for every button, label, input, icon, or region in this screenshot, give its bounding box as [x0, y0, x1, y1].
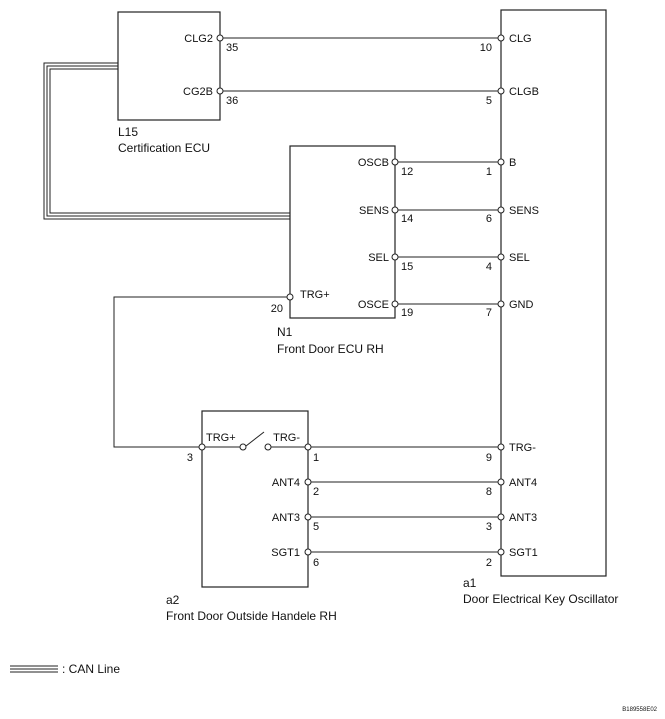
terminal-sgt1-6 — [304, 548, 312, 556]
terminal-sel-4 — [497, 253, 505, 261]
terminal-sgt1-2 — [497, 548, 505, 556]
terminal-clg2-35 — [216, 34, 224, 42]
handle-code: a2 — [166, 593, 180, 607]
pin-number-19: 19 — [401, 307, 413, 319]
pin-number-3-handle: 3 — [187, 452, 193, 464]
legend-label: : CAN Line — [62, 662, 120, 676]
legend-can-line-swatch — [10, 665, 58, 673]
pin-label-trg-minus-handle: TRG- — [273, 432, 300, 444]
terminal-sel-15 — [391, 253, 399, 261]
cert-ecu-name: Certification ECU — [118, 141, 210, 155]
terminal-cg2b-36 — [216, 87, 224, 95]
pin-number-3-osc: 3 — [486, 521, 492, 533]
pin-number-12: 12 — [401, 166, 413, 178]
pin-number-1-handle: 1 — [313, 452, 319, 464]
pin-label-clgb: CLGB — [509, 86, 539, 98]
figure-id: B189558E02 — [622, 707, 657, 713]
signal-wires — [220, 37, 501, 553]
terminal-ant4-2 — [304, 478, 312, 486]
pin-number-4-osc: 4 — [486, 261, 492, 273]
pin-number-9-osc: 9 — [486, 452, 492, 464]
terminal-trg--1 — [304, 443, 312, 451]
pin-label-sgt1-handle: SGT1 — [271, 547, 300, 559]
pin-number-20: 20 — [271, 303, 283, 315]
front-door-ecu-box — [289, 145, 396, 319]
terminal-b-1 — [497, 158, 505, 166]
pin-label-trg-plus-ecu: TRG+ — [300, 289, 330, 301]
terminal-trg-plus-ecu-20 — [286, 293, 294, 301]
pin-number-5-osc: 5 — [486, 95, 492, 107]
pin-label-cg2b: CG2B — [183, 86, 213, 98]
terminal-clgb-5 — [497, 87, 505, 95]
pin-number-7-osc: 7 — [486, 307, 492, 319]
pin-number-6-osc: 6 — [486, 213, 492, 225]
terminal-ant3-5 — [304, 513, 312, 521]
terminal-sens-6 — [497, 206, 505, 214]
pin-label-trg-plus-handle: TRG+ — [206, 432, 236, 444]
pin-number-5-handle: 5 — [313, 521, 319, 533]
certification-ecu-box — [117, 11, 221, 121]
outside-handle-box — [201, 410, 309, 588]
terminal-osce-19 — [391, 300, 399, 308]
terminal-sens-14 — [391, 206, 399, 214]
terminal-ant3-3 — [497, 513, 505, 521]
pin-number-1-osc: 1 — [486, 166, 492, 178]
pin-label-osce: OSCE — [358, 299, 389, 311]
terminal-trg--9 — [497, 443, 505, 451]
pin-number-15: 15 — [401, 261, 413, 273]
cert-ecu-code: L15 — [118, 125, 138, 139]
pin-label-sgt1-osc: SGT1 — [509, 547, 538, 559]
pin-label-clg2: CLG2 — [184, 33, 213, 45]
oscillator-name: Door Electrical Key Oscillator — [463, 592, 618, 606]
pin-number-10: 10 — [480, 42, 492, 54]
terminal-clg-10 — [497, 34, 505, 42]
pin-label-clg: CLG — [509, 33, 532, 45]
can-line — [43, 62, 290, 220]
pin-label-sens-ecu: SENS — [359, 205, 389, 217]
terminals — [198, 34, 505, 556]
pin-label-ant3-osc: ANT3 — [509, 512, 537, 524]
pin-number-6-handle: 6 — [313, 557, 319, 569]
pin-label-sel-ecu: SEL — [368, 252, 389, 264]
terminal-ant4-8 — [497, 478, 505, 486]
trg-plus-wire — [113, 296, 290, 448]
door-ecu-code: N1 — [277, 325, 293, 339]
pin-number-14: 14 — [401, 213, 413, 225]
pin-label-ant3-handle: ANT3 — [272, 512, 300, 524]
oscillator-code: a1 — [463, 576, 477, 590]
terminal-gnd-7 — [497, 300, 505, 308]
pin-label-oscb: OSCB — [358, 157, 389, 169]
pin-label-gnd: GND — [509, 299, 534, 311]
terminal-oscb-12 — [391, 158, 399, 166]
trg-switch — [202, 431, 308, 451]
pin-label-ant4-handle: ANT4 — [272, 477, 300, 489]
pin-label-b: B — [509, 157, 516, 169]
pin-label-trg-minus-osc: TRG- — [509, 442, 536, 454]
door-ecu-name: Front Door ECU RH — [277, 342, 384, 356]
pin-number-35: 35 — [226, 42, 238, 54]
key-oscillator-box — [500, 9, 607, 577]
pin-label-sens-osc: SENS — [509, 205, 539, 217]
handle-name: Front Door Outside Handele RH — [166, 609, 337, 623]
pin-number-8-osc: 8 — [486, 486, 492, 498]
pin-label-sel-osc: SEL — [509, 252, 530, 264]
pin-number-2-handle: 2 — [313, 486, 319, 498]
terminal-trg-plus-handle-3 — [198, 443, 206, 451]
pin-number-2-osc: 2 — [486, 557, 492, 569]
pin-label-ant4-osc: ANT4 — [509, 477, 537, 489]
pin-number-36: 36 — [226, 95, 238, 107]
